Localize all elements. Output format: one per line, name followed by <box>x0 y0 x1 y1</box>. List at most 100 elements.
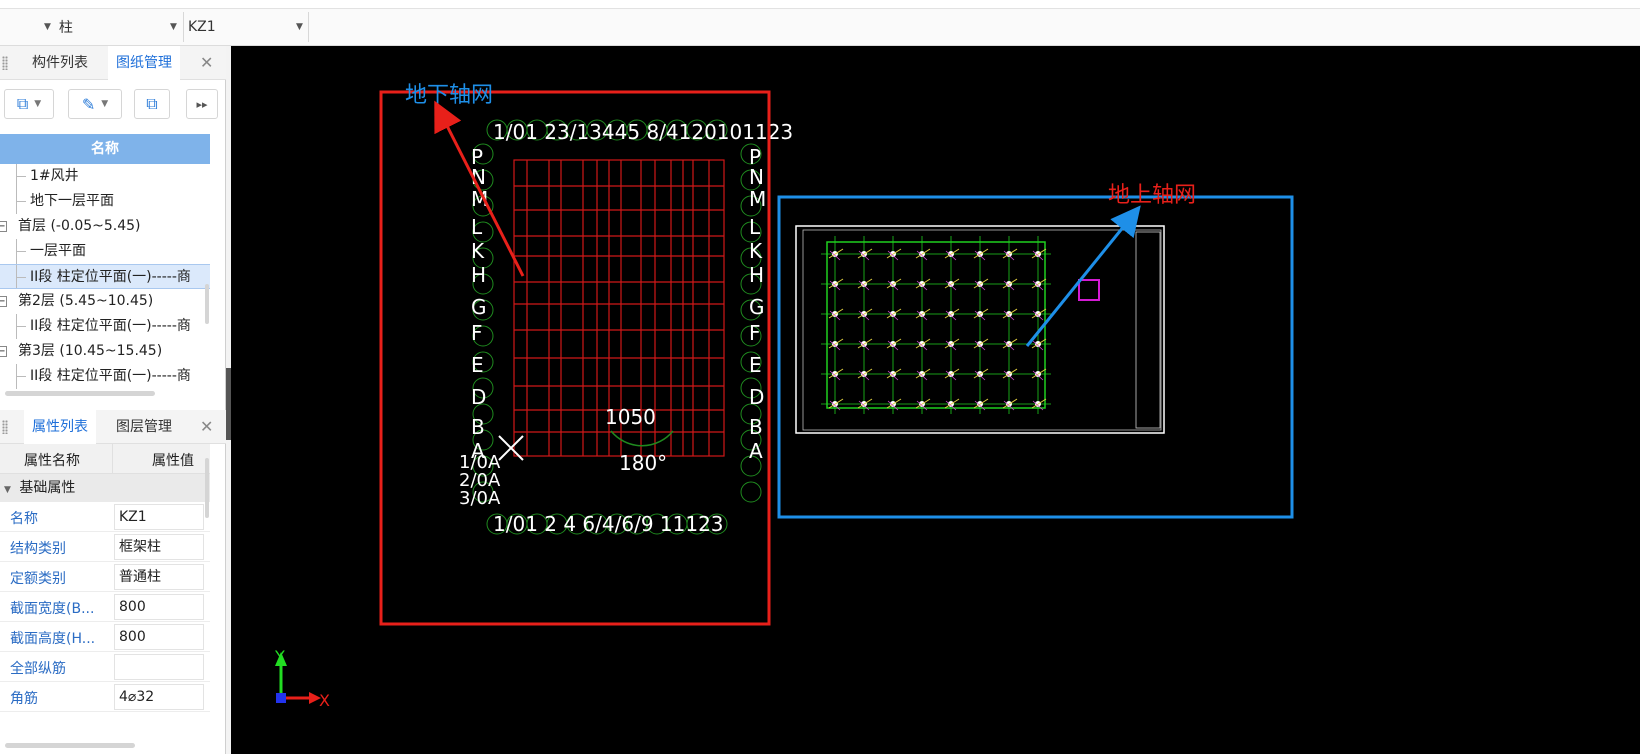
axis-bubble-right <box>740 481 762 503</box>
green-grid-outline <box>826 241 1046 409</box>
tree-item[interactable]: 地下一层平面 <box>0 189 210 214</box>
property-value-input[interactable] <box>114 654 204 680</box>
tree-horizontal-scrollbar[interactable] <box>5 391 155 396</box>
row-label: K <box>749 239 763 263</box>
underground-arrow <box>434 100 525 277</box>
property-row: 定额类别 普通柱 <box>0 562 210 592</box>
column-annotation <box>1031 308 1047 319</box>
column-annotation <box>886 398 902 409</box>
tree-item-label: II段 柱定位平面(一)-----商 <box>30 318 191 334</box>
bottom-axis-labels: 1/01 2 4 6/4/6/9 11123 <box>493 512 724 536</box>
component-type-value: 柱 <box>58 20 73 36</box>
aboveground-axis-label: 地上轴网 <box>1108 183 1196 208</box>
column-annotation <box>945 280 957 291</box>
column-annotation <box>973 278 989 289</box>
collapse-icon[interactable]: − <box>0 221 7 232</box>
collapse-icon[interactable]: − <box>0 346 7 357</box>
close-icon[interactable]: ✕ <box>200 53 214 72</box>
tree-item-selected[interactable]: II段 柱定位平面(一)-----商 <box>0 264 210 289</box>
edit-drawing-icon: ✎ <box>81 94 96 114</box>
tab-drawing-management[interactable]: 图纸管理 <box>108 46 180 80</box>
edit-drawing-button[interactable]: ✎▼ <box>68 89 122 119</box>
chevron-down-icon: ▼ <box>101 99 109 109</box>
collapse-icon[interactable]: − <box>0 296 7 307</box>
column-annotation <box>974 370 986 381</box>
tree-group[interactable]: − 第2层 (5.45~10.45) <box>0 289 210 314</box>
split-drawing-button[interactable]: ⧉ <box>134 89 170 119</box>
property-value-input[interactable]: KZ1 <box>114 504 204 530</box>
column-annotation <box>1003 310 1015 321</box>
row-label: D <box>471 385 486 409</box>
tree-connector <box>16 176 26 177</box>
axis-bubble-right <box>740 377 762 399</box>
column-annotation <box>944 308 960 319</box>
legend-marker <box>1078 279 1100 301</box>
property-value-input[interactable]: 框架柱 <box>114 534 204 560</box>
toolbar-top-strip <box>0 0 1640 9</box>
column-annotation <box>1003 340 1015 351</box>
column-annotation <box>1031 278 1047 289</box>
tree-item[interactable]: II段 柱定位平面(一)-----商 <box>0 314 210 339</box>
column-annotation <box>887 250 899 261</box>
tree-item[interactable]: II段 柱定位平面(一)-----商 <box>0 364 210 389</box>
axis-label-1-0a: 1/0A <box>459 452 501 473</box>
close-icon[interactable]: ✕ <box>200 417 214 436</box>
tree-vertical-scrollbar[interactable] <box>205 284 209 324</box>
tree-connector <box>16 201 26 202</box>
tree-item[interactable]: 1#风井 <box>0 164 210 189</box>
component-type-dropdown[interactable]: ▼ 柱 ▼ <box>44 14 177 40</box>
property-value-input[interactable]: 普通柱 <box>114 564 204 590</box>
property-name: 截面高度(H... <box>10 631 96 647</box>
property-name: 截面宽度(B... <box>10 601 95 617</box>
column-annotation <box>857 398 873 409</box>
tree-item-label: 地下一层平面 <box>30 193 114 209</box>
tree-group[interactable]: − 第3层 (10.45~15.45) <box>0 339 210 364</box>
tab-property-list[interactable]: 属性列表 <box>24 410 96 444</box>
column-annotation <box>916 400 928 411</box>
property-value-input[interactable]: 4⌀32 <box>114 684 204 710</box>
component-name-dropdown[interactable]: KZ1 ▼ <box>188 14 306 40</box>
axis-bubble-right <box>740 169 762 191</box>
column-annotation <box>945 340 957 351</box>
axis-bubble-right <box>740 247 762 269</box>
property-panel-tabs: 属性列表 图层管理 ✕ <box>0 410 226 444</box>
column-annotation <box>915 368 931 379</box>
column-annotation <box>944 368 960 379</box>
more-button[interactable]: ▸▸ <box>186 89 218 119</box>
axis-bubble-left <box>472 273 494 295</box>
column-annotation <box>916 340 928 351</box>
split-drawing-icon: ⧉ <box>146 94 158 113</box>
underground-highlight-box <box>379 90 771 626</box>
property-name: 定额类别 <box>10 571 66 587</box>
axis-bubble-top <box>706 119 728 141</box>
tree-item[interactable]: 一层平面 <box>0 239 210 264</box>
column-annotation <box>858 280 870 291</box>
property-value-input[interactable]: 800 <box>114 624 204 650</box>
tab-layer-management[interactable]: 图层管理 <box>116 419 172 435</box>
column-annotation <box>887 400 899 411</box>
add-drawing-button[interactable]: ⧉▼ <box>4 89 54 119</box>
property-value-input[interactable]: 800 <box>114 594 204 620</box>
column-annotation <box>1032 370 1044 381</box>
property-horizontal-scrollbar[interactable] <box>5 743 135 748</box>
axis-bubbles <box>472 119 762 535</box>
property-group-label: 基础属性 <box>19 480 76 496</box>
drag-grip-icon[interactable] <box>2 56 8 70</box>
tree-item-label: II段 柱定位平面(一)-----商 <box>30 368 191 384</box>
column-annotation <box>858 250 870 261</box>
axis-bubble-left <box>472 143 494 165</box>
row-label: A <box>471 439 485 463</box>
tree-group[interactable]: − 首层 (-0.05~5.45) <box>0 214 210 239</box>
drag-grip-icon[interactable] <box>2 420 8 434</box>
column-annotation <box>974 310 986 321</box>
tree-connector <box>16 277 26 278</box>
row-label: P <box>749 145 761 169</box>
property-group[interactable]: ▼ 基础属性 <box>0 474 210 502</box>
row-label: N <box>749 165 764 189</box>
row-label: E <box>471 353 484 377</box>
property-vertical-scrollbar[interactable] <box>205 458 209 518</box>
tab-component-list[interactable]: 构件列表 <box>32 55 88 71</box>
row-label: L <box>749 215 761 239</box>
